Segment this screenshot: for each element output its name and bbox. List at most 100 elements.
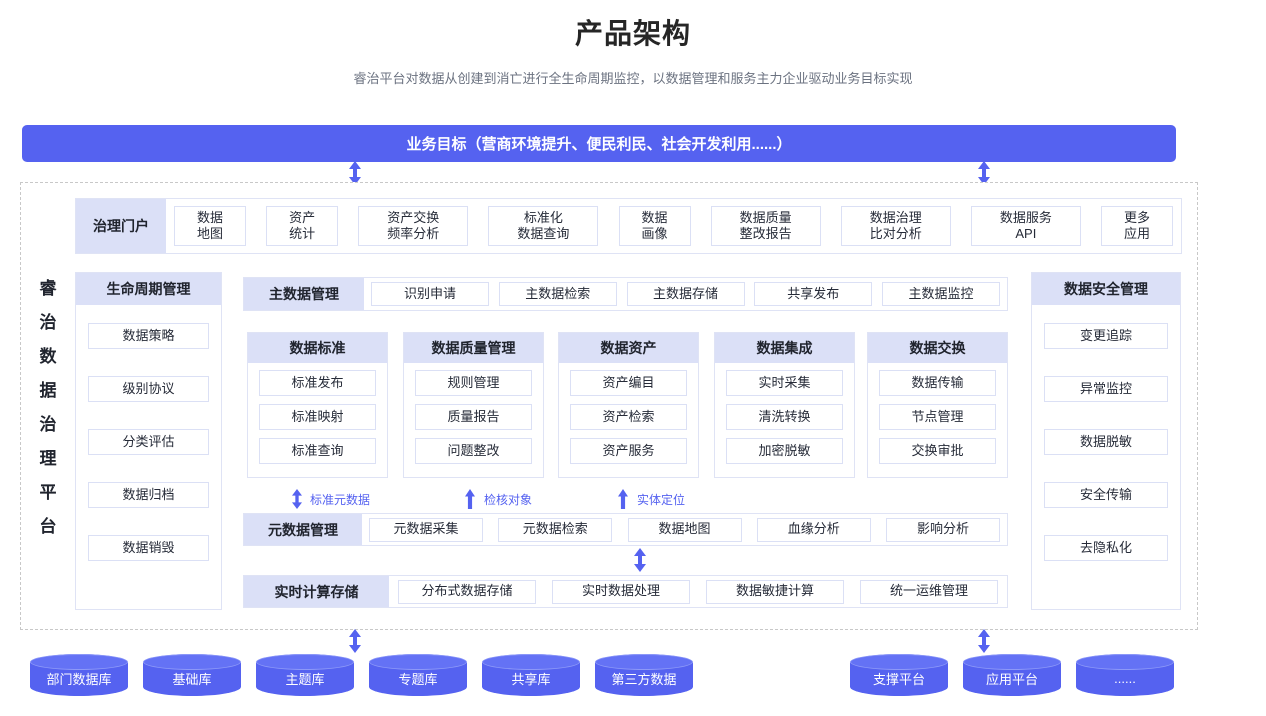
database-cylinder[interactable]: 共享库: [482, 654, 580, 696]
mid-column-items: 实时采集清洗转换加密脱敏: [715, 363, 854, 471]
portal-chip[interactable]: 资产交换频率分析: [358, 206, 469, 246]
flow-label-entity-location: 实体定位: [637, 493, 686, 507]
portal-chip[interactable]: 数据质量整改报告: [710, 206, 821, 246]
module-chip[interactable]: 节点管理: [879, 404, 996, 430]
platform-label-char: 据: [39, 381, 57, 400]
module-chip[interactable]: 清洗转换: [726, 404, 843, 430]
lifecycle-chip[interactable]: 数据归档: [88, 482, 209, 508]
platform-label-char: 平: [39, 483, 57, 502]
database-cylinder-label: 专题库: [398, 671, 438, 687]
lifecycle-chip[interactable]: 分类评估: [88, 429, 209, 455]
master-data-chip[interactable]: 主数据监控: [882, 282, 1000, 306]
realtime-chip[interactable]: 数据敏捷计算: [706, 579, 844, 604]
lifecycle-chip[interactable]: 数据销毁: [88, 535, 209, 561]
module-chip[interactable]: 质量报告: [415, 404, 532, 430]
mid-column-items: 数据传输节点管理交换审批: [868, 363, 1007, 471]
database-cylinder[interactable]: 部门数据库: [30, 654, 128, 696]
security-chip[interactable]: 异常监控: [1044, 376, 1168, 402]
module-chip[interactable]: 加密脱敏: [726, 438, 843, 464]
mid-column-items: 标准发布标准映射标准查询: [248, 363, 387, 471]
portal-chip[interactable]: 更多应用: [1101, 206, 1173, 246]
mid-column-title: 数据交换: [868, 333, 1007, 363]
master-data-chip[interactable]: 共享发布: [754, 282, 873, 306]
realtime-chip[interactable]: 统一运维管理: [860, 579, 998, 604]
metadata-chip[interactable]: 元数据检索: [498, 517, 613, 542]
database-cylinder[interactable]: 应用平台: [963, 654, 1061, 696]
data-security-management-title: 数据安全管理: [1032, 273, 1180, 305]
metadata-chip[interactable]: 数据地图: [627, 517, 742, 542]
master-data-chip[interactable]: 主数据检索: [498, 282, 617, 306]
mid-column-title: 数据标准: [248, 333, 387, 363]
database-cylinder-label: 部门数据库: [46, 671, 112, 687]
platform-label-char: 台: [39, 517, 57, 536]
flow-label-standard-metadata: 标准元数据: [310, 493, 371, 507]
arrow-up-down-left: [348, 161, 362, 185]
metadata-chip[interactable]: 影响分析: [886, 517, 1000, 542]
module-chip[interactable]: 交换审批: [879, 438, 996, 464]
platform-label-char: 理: [39, 449, 57, 468]
database-cylinder-label: 共享库: [511, 671, 551, 687]
security-chip[interactable]: 数据脱敏: [1044, 429, 1168, 455]
realtime-compute-storage-items: 分布式数据存储实时数据处理数据敏捷计算统一运维管理: [389, 576, 1007, 607]
portal-chip[interactable]: 标准化数据查询: [488, 206, 599, 246]
module-chip[interactable]: 标准映射: [259, 404, 376, 430]
arrow-up-down-standard-metadata: [291, 489, 305, 509]
metadata-chip[interactable]: 血缘分析: [756, 517, 871, 542]
mid-column-panel: 数据质量管理 规则管理质量报告问题整改: [403, 332, 544, 478]
page-title: 产品架构: [574, 18, 691, 49]
realtime-chip[interactable]: 分布式数据存储: [398, 579, 536, 604]
governance-portal-items: 数据地图资产统计资产交换频率分析标准化数据查询数据画像数据质量整改报告数据治理比…: [166, 199, 1181, 253]
database-cylinder[interactable]: 支撑平台: [850, 654, 948, 696]
mid-column-panel: 数据资产 资产编目资产检索资产服务: [558, 332, 699, 478]
database-cylinder[interactable]: 主题库: [256, 654, 354, 696]
module-chip[interactable]: 实时采集: [726, 370, 843, 396]
master-data-chip[interactable]: 识别申请: [371, 282, 489, 306]
business-goal-label: 业务目标（营商环境提升、便民利民、社会开发利用......）: [406, 136, 792, 153]
database-cylinder[interactable]: 第三方数据: [595, 654, 693, 696]
governance-portal-row: 治理门户 数据地图资产统计资产交换频率分析标准化数据查询数据画像数据质量整改报告…: [75, 198, 1182, 254]
database-cylinder-label: 应用平台: [985, 671, 1038, 687]
security-chip[interactable]: 变更追踪: [1044, 323, 1168, 349]
mid-column-panel: 数据交换 数据传输节点管理交换审批: [867, 332, 1008, 478]
module-chip[interactable]: 规则管理: [415, 370, 532, 396]
lifecycle-chip[interactable]: 级别协议: [88, 376, 209, 402]
platform-label-char: 数: [39, 347, 57, 366]
metadata-chip[interactable]: 元数据采集: [369, 517, 483, 542]
realtime-chip[interactable]: 实时数据处理: [552, 579, 690, 604]
module-chip[interactable]: 资产编目: [570, 370, 687, 396]
mid-column-panel: 数据标准 标准发布标准映射标准查询: [247, 332, 388, 478]
master-data-management-items: 识别申请主数据检索主数据存储共享发布主数据监控: [364, 278, 1007, 310]
realtime-compute-storage-label: 实时计算存储: [244, 576, 389, 607]
security-chip[interactable]: 去隐私化: [1044, 535, 1168, 561]
portal-chip[interactable]: 数据画像: [618, 206, 691, 246]
master-data-management-label: 主数据管理: [244, 278, 364, 310]
module-chip[interactable]: 标准发布: [259, 370, 376, 396]
portal-chip[interactable]: 数据治理比对分析: [840, 206, 951, 246]
database-cylinder[interactable]: 基础库: [143, 654, 241, 696]
security-chip[interactable]: 安全传输: [1044, 482, 1168, 508]
module-chip[interactable]: 数据传输: [879, 370, 996, 396]
database-cylinder-label: ......: [1114, 670, 1136, 686]
database-cylinder[interactable]: 专题库: [369, 654, 467, 696]
master-data-management-row: 主数据管理 识别申请主数据检索主数据存储共享发布主数据监控: [243, 277, 1008, 311]
arrow-up-inspection-object: [464, 489, 478, 509]
module-chip[interactable]: 问题整改: [415, 438, 532, 464]
portal-chip[interactable]: 资产统计: [266, 206, 339, 246]
lifecycle-management-title: 生命周期管理: [76, 273, 221, 305]
portal-chip[interactable]: 数据地图: [174, 206, 246, 246]
master-data-chip[interactable]: 主数据存储: [626, 282, 745, 306]
module-chip[interactable]: 标准查询: [259, 438, 376, 464]
lifecycle-management-items: 数据策略级别协议分类评估数据归档数据销毁: [76, 305, 221, 569]
lifecycle-chip[interactable]: 数据策略: [88, 323, 209, 349]
module-chip[interactable]: 资产检索: [570, 404, 687, 430]
database-cylinder[interactable]: ......: [1076, 654, 1174, 696]
database-cylinder-label: 第三方数据: [611, 671, 677, 687]
module-chip[interactable]: 资产服务: [570, 438, 687, 464]
database-cylinder-label: 支撑平台: [872, 671, 925, 687]
data-security-management-items: 变更追踪异常监控数据脱敏安全传输去隐私化: [1032, 305, 1180, 569]
realtime-compute-storage-row: 实时计算存储 分布式数据存储实时数据处理数据敏捷计算统一运维管理: [243, 575, 1008, 608]
metadata-management-row: 元数据管理 元数据采集元数据检索数据地图血缘分析影响分析: [243, 513, 1008, 546]
mid-column-title: 数据质量管理: [404, 333, 543, 363]
metadata-management-label: 元数据管理: [244, 514, 362, 545]
